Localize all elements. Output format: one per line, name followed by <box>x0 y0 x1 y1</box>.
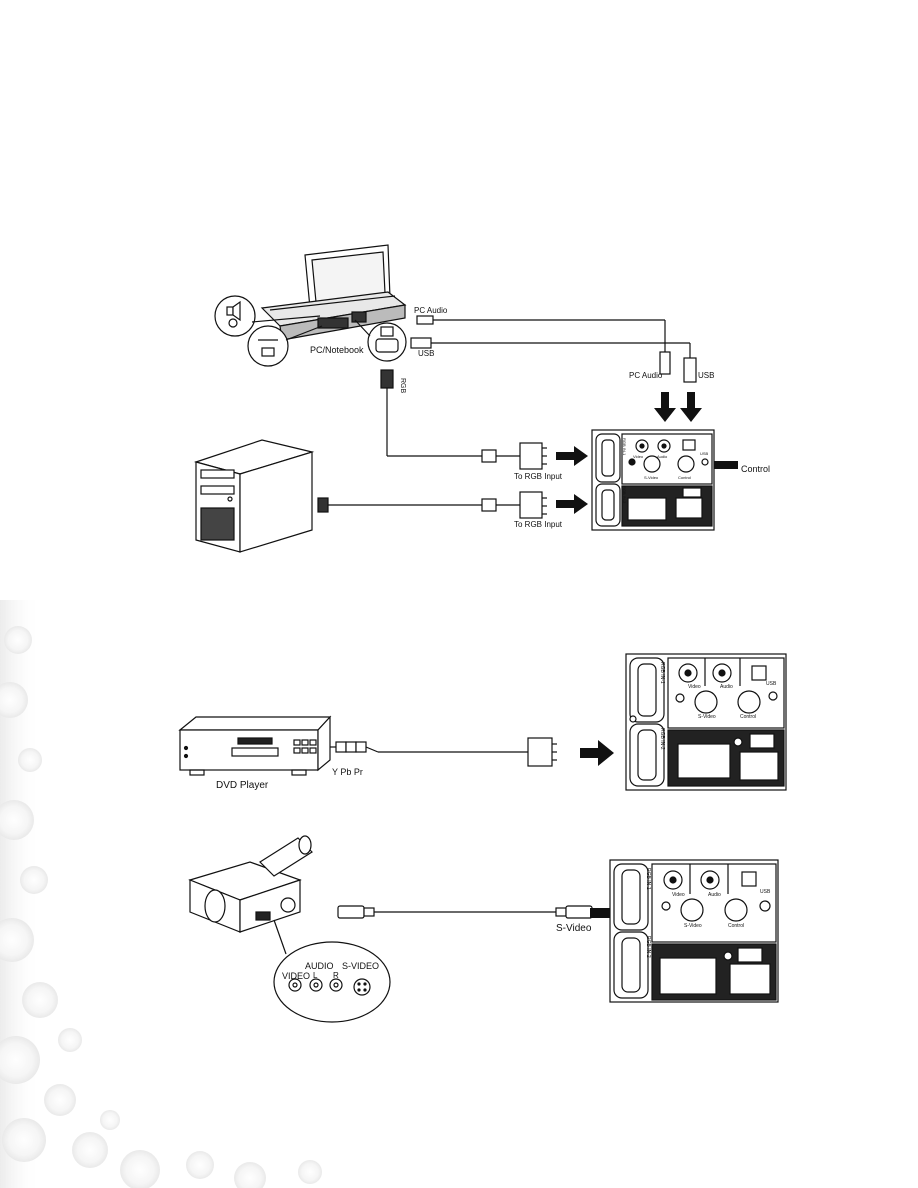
panel1-rgb-in-2-label: RGB IN-2 <box>622 486 627 504</box>
down-arrows <box>654 392 702 422</box>
usb-plug-label: USB <box>698 371 715 380</box>
panel2-s-video-label: S-Video <box>698 714 716 720</box>
panel2-rgb-in-2-label: RGB IN-2 <box>659 728 665 750</box>
diagram-1 <box>193 244 738 553</box>
audio-l-label: L <box>313 971 318 980</box>
pc-audio-cable <box>416 315 671 375</box>
panel3-video-label: Video <box>672 892 685 898</box>
right-arrows <box>556 446 588 514</box>
panel2-usb-label: USB <box>766 681 777 687</box>
rgb-cable-desktop <box>328 491 547 519</box>
panel3-s-video-label: S-Video <box>684 923 702 929</box>
projector-panel-3 <box>609 859 779 1003</box>
panel3-control-label: Control <box>728 923 745 929</box>
dvd-player-label: DVD Player <box>216 780 269 791</box>
ypbpr-cable <box>330 737 557 767</box>
s-video-cable-label: S-Video <box>556 923 592 934</box>
camcorder <box>188 835 313 933</box>
s-video-jack-label: S-VIDEO <box>342 961 380 971</box>
pc-audio-plug-label: PC Audio <box>629 371 663 380</box>
to-rgb-input-1-label: To RGB Input <box>514 472 563 481</box>
usb-icon-bubble <box>247 315 323 367</box>
panel3-rgb-in-2-label: RGB IN-2 <box>645 936 651 958</box>
to-rgb-input-2-label: To RGB Input <box>514 520 563 529</box>
bubble-texture <box>0 600 322 1188</box>
video-jack-label: VIDEO <box>282 971 311 981</box>
projector-panel-2 <box>625 653 787 791</box>
audio-r-label: R <box>333 971 339 980</box>
panel1-usb-label: USB <box>700 451 709 456</box>
control-label: Control <box>741 464 771 474</box>
panel3-audio-label: Audio <box>708 892 721 898</box>
diagram-3 <box>188 835 779 1023</box>
speaker-icon-bubble <box>214 295 256 337</box>
s-video-cable <box>337 905 593 919</box>
panel2-audio-label: Audio <box>720 684 733 690</box>
usb-top-label: USB <box>418 349 435 358</box>
panel1-rgb-in-1-label: RGB IN-1 <box>622 438 627 456</box>
dvd-player <box>178 715 332 776</box>
panel3-usb-label: USB <box>760 889 771 895</box>
usb-cable <box>410 337 697 383</box>
rgb-label: RGB <box>399 378 406 394</box>
rgb-cable-notebook <box>380 369 547 470</box>
vga-port-bubble <box>354 319 407 362</box>
pc-notebook-label: PC/Notebook <box>310 345 364 355</box>
panel1-s-video-label: S-Video <box>644 475 659 480</box>
audio-jack-label: AUDIO <box>305 961 334 971</box>
panel2-video-label: Video <box>688 684 701 690</box>
panel2-rgb-in-1-label: RGB IN-1 <box>659 662 665 684</box>
panel2-control-label: Control <box>740 714 757 720</box>
ypbpr-label: Y Pb Pr <box>332 767 363 777</box>
panel3-rgb-in-1-label: RGB IN-1 <box>645 868 651 890</box>
desktop-tower <box>193 439 329 553</box>
panel1-audio-label: Audio <box>657 454 668 459</box>
panel1-video-label: Video <box>633 454 644 459</box>
diagram-2 <box>178 653 787 791</box>
pc-audio-top-label: PC Audio <box>414 306 448 315</box>
jack-callout-bubble <box>273 919 391 1023</box>
right-arrow-2 <box>580 740 614 766</box>
projector-panel-1 <box>591 429 715 531</box>
panel1-control-label: Control <box>678 475 691 480</box>
